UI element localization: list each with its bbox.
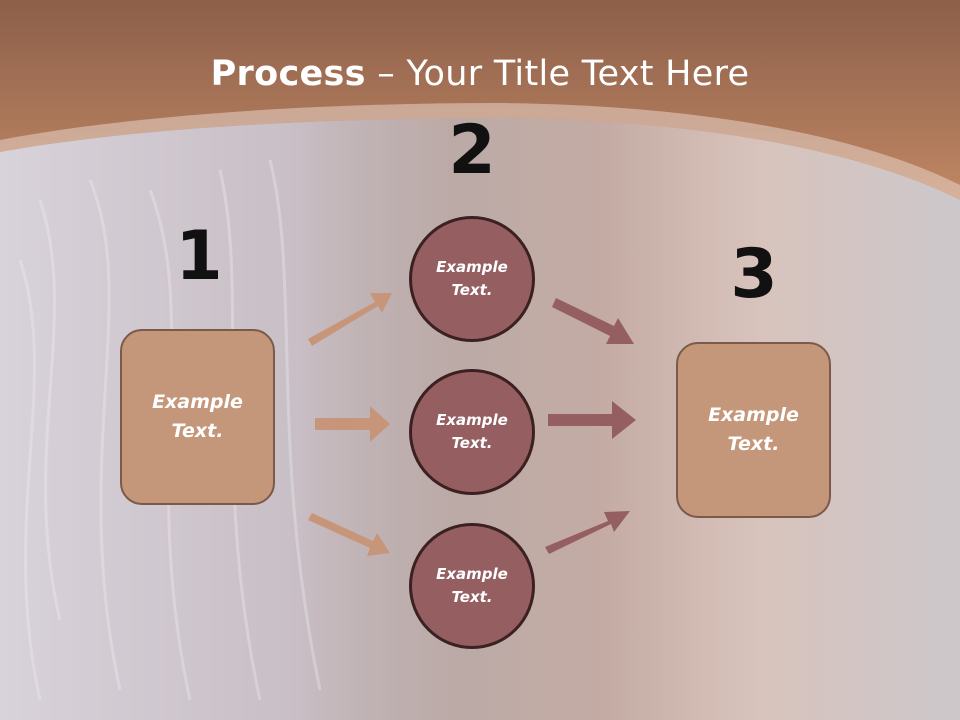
title-rest: – Your Title Text Here — [365, 54, 750, 94]
arrow-down-right-icon — [552, 298, 634, 344]
hair-strands — [18, 159, 322, 701]
process-circle-top: Example Text. — [409, 216, 535, 342]
circle-bottom-label: Example Text. — [436, 565, 508, 606]
process-circle-bottom: Example Text. — [409, 523, 535, 649]
step-number-3: 3 — [730, 235, 778, 314]
arrow-right-icon — [548, 401, 636, 439]
arrow-up-right-icon — [308, 293, 392, 346]
slide-title: Process – Your Title Text Here — [0, 52, 960, 96]
step-box-3-label: Example Text. — [708, 404, 799, 455]
step-box-3: Example Text. — [676, 342, 831, 518]
step-box-1-label: Example Text. — [152, 391, 243, 442]
circle-top-label: Example Text. — [436, 258, 508, 299]
step-number-1: 1 — [175, 217, 223, 296]
step-box-1: Example Text. — [120, 329, 275, 505]
title-bold: Process — [210, 54, 366, 94]
header-swoosh — [0, 103, 960, 200]
step-number-2: 2 — [448, 111, 496, 190]
arrow-down-right-icon — [308, 513, 390, 556]
circle-middle-label: Example Text. — [436, 411, 508, 452]
back-shape — [300, 100, 960, 720]
process-circle-middle: Example Text. — [409, 369, 535, 495]
arrow-right-icon — [315, 406, 390, 442]
arrow-up-right-icon — [545, 511, 630, 554]
header-band — [0, 0, 960, 200]
